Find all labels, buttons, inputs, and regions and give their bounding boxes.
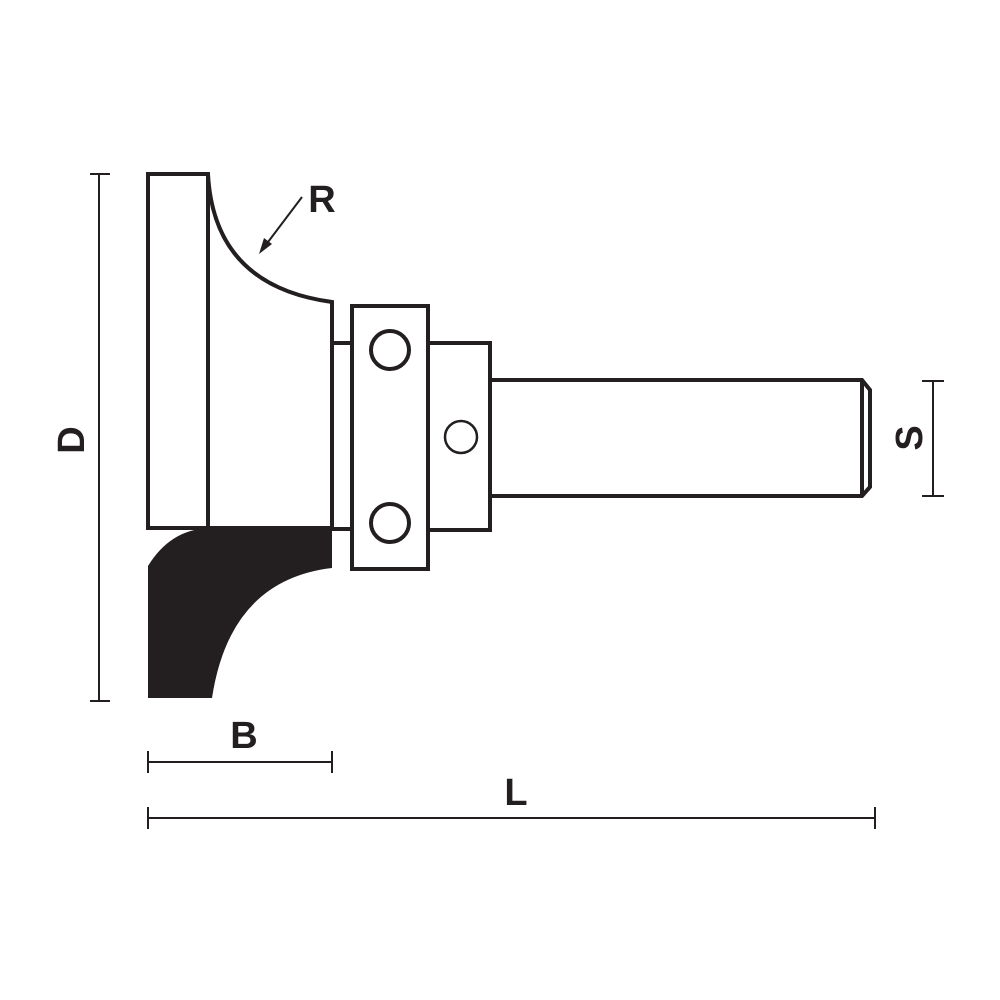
- spacer: [330, 341, 354, 531]
- bearing: [350, 304, 430, 571]
- cutter-outline: [146, 172, 334, 530]
- dimension-b: [147, 751, 333, 773]
- label-r: R: [308, 179, 335, 221]
- bearing-body: [350, 304, 430, 571]
- dimension-d: [90, 173, 110, 702]
- collar: [426, 341, 492, 532]
- label-d: D: [51, 426, 93, 453]
- dimension-s: [922, 380, 944, 497]
- carbide-insert: [148, 528, 332, 698]
- radius-arrow: [259, 196, 303, 254]
- dimension-l: [147, 807, 876, 829]
- label-s: S: [889, 425, 931, 450]
- upper-screw-icon: [369, 329, 411, 371]
- collar-screw-icon: [443, 419, 479, 455]
- cutter-head: [146, 172, 334, 530]
- label-b: B: [230, 715, 257, 757]
- lower-screw-icon: [369, 502, 411, 544]
- shank: [490, 378, 872, 498]
- label-l: L: [504, 772, 527, 814]
- collar-body: [426, 341, 492, 532]
